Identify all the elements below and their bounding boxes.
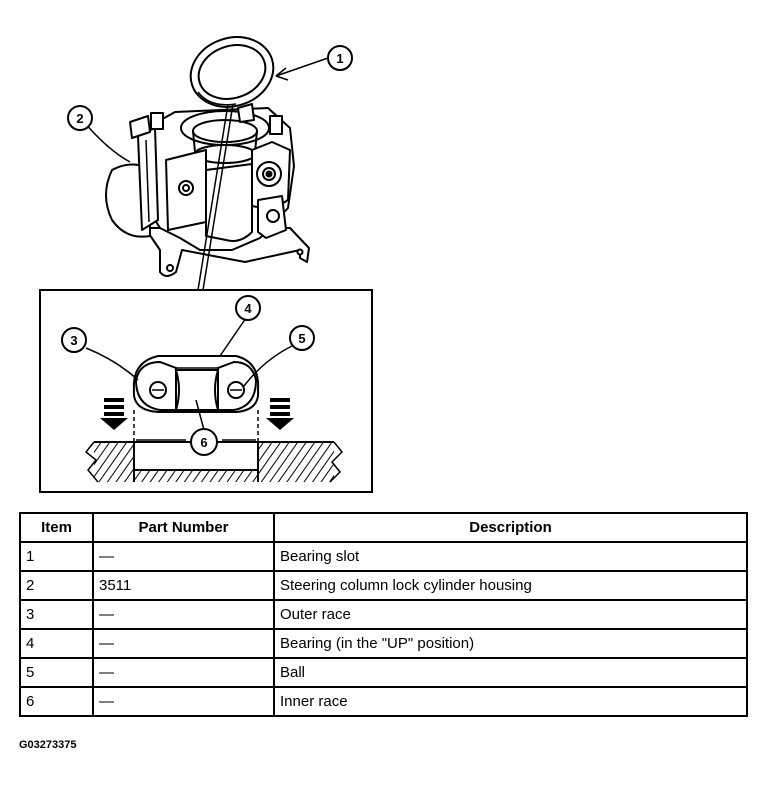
header-part-number: Part Number [92,512,275,543]
svg-text:6: 6 [200,435,207,450]
svg-text:5: 5 [298,331,305,346]
lock-cylinder-housing [105,103,310,277]
table-header-row: Item Part Number Description [19,512,748,543]
alignment-guide-lines [133,410,259,442]
callout-2: 2 [67,105,93,131]
svg-text:3: 3 [70,333,77,348]
callout-5: 5 [289,325,315,351]
part-number-cell: — [92,541,275,572]
item-cell: 5 [19,657,94,688]
item-cell: 4 [19,628,94,659]
description-cell: Outer race [273,599,748,630]
item-cell: 3 [19,599,94,630]
header-item: Item [19,512,94,543]
detail-leader-line [197,103,229,291]
description-cell: Steering column lock cylinder housing [273,570,748,601]
callout-leaders [83,57,329,441]
item-cell: 6 [19,686,94,717]
table-row: 5 — Ball [19,657,748,688]
press-fixture-ground [84,441,344,483]
bearing-cross-section [132,355,260,413]
part-number-cell: — [92,628,275,659]
parts-table: Item Part Number Description 1 — Bearing… [19,512,748,717]
bearing-installation-diagram: 1 2 3 4 5 6 [39,36,373,493]
description-cell: Bearing (in the "UP" position) [273,628,748,659]
description-cell: Inner race [273,686,748,717]
figure-code: G03273375 [19,739,77,751]
table-row: 6 — Inner race [19,686,748,717]
table-row: 3 — Outer race [19,599,748,630]
part-number-cell: — [92,686,275,717]
svg-text:2: 2 [76,111,83,126]
callout-6: 6 [190,428,218,456]
bearing-ring [189,36,275,108]
description-cell: Ball [273,657,748,688]
table-row: 1 — Bearing slot [19,541,748,572]
callout-3: 3 [61,327,87,353]
table-row: 4 — Bearing (in the "UP" position) [19,628,748,659]
table-row: 2 3511 Steering column lock cylinder hou… [19,570,748,601]
svg-text:4: 4 [244,301,252,316]
callout-4: 4 [235,295,261,321]
header-description: Description [273,512,748,543]
item-cell: 1 [19,541,94,572]
callout-1: 1 [327,45,353,71]
part-number-cell: — [92,599,275,630]
part-number-cell: — [92,657,275,688]
description-cell: Bearing slot [273,541,748,572]
svg-text:1: 1 [336,51,343,66]
part-number-cell: 3511 [92,570,275,601]
press-direction-arrows [100,398,294,430]
item-cell: 2 [19,570,94,601]
